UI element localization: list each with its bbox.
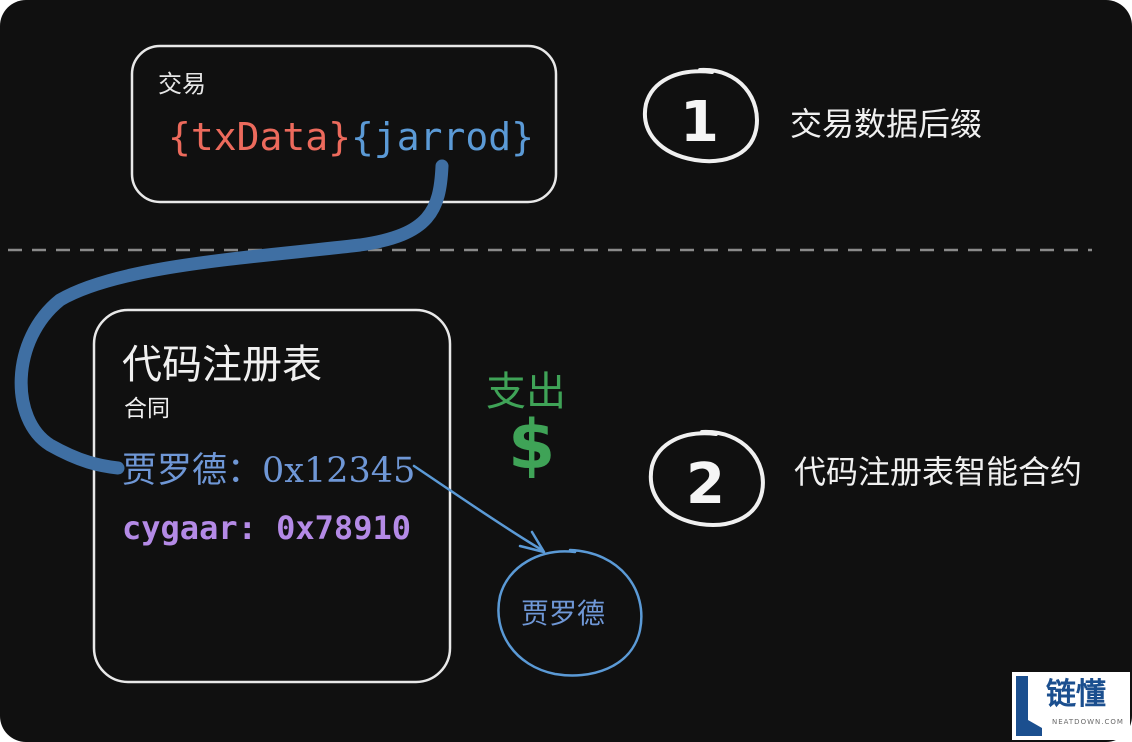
watermark-logo: 链懂 NEATDOWN.COM (1012, 672, 1130, 740)
lookup-connector (14, 159, 449, 475)
step-2-label: 代码注册表智能合约 (794, 453, 1083, 491)
payout-label: 支出 (486, 369, 566, 415)
transaction-title: 交易 (158, 70, 206, 98)
transaction-box (130, 44, 558, 204)
registry-box (92, 308, 452, 684)
registry-title: 代码注册表 (122, 342, 322, 388)
registry-entry-cygaar: cygaar: 0x78910 (122, 509, 411, 547)
tx-data-token: {txData} (168, 115, 352, 159)
recipient-label: 贾罗德 (521, 597, 606, 630)
dollar-icon: $ (508, 406, 556, 485)
registry-entry-jarrod: 贾罗德：0x12345 (122, 451, 416, 491)
step-2-circle (648, 429, 765, 527)
payout-arrow (412, 464, 544, 552)
step-1-circle (642, 67, 759, 164)
logo-brand: 链懂 (1046, 677, 1106, 712)
logo-mark-icon (1016, 676, 1042, 736)
logo-domain: NEATDOWN.COM (1052, 718, 1124, 726)
registry-subtitle: 合同 (124, 396, 170, 422)
step-1-number: 1 (680, 90, 719, 155)
transaction-payload: {txData}{jarrod} (168, 118, 534, 156)
step-2-number: 2 (686, 452, 725, 517)
step-1-label: 交易数据后缀 (790, 105, 983, 143)
payout-arrow-head (518, 530, 546, 554)
suffix-token: {jarrod} (351, 115, 535, 159)
recipient-circle (497, 548, 643, 677)
